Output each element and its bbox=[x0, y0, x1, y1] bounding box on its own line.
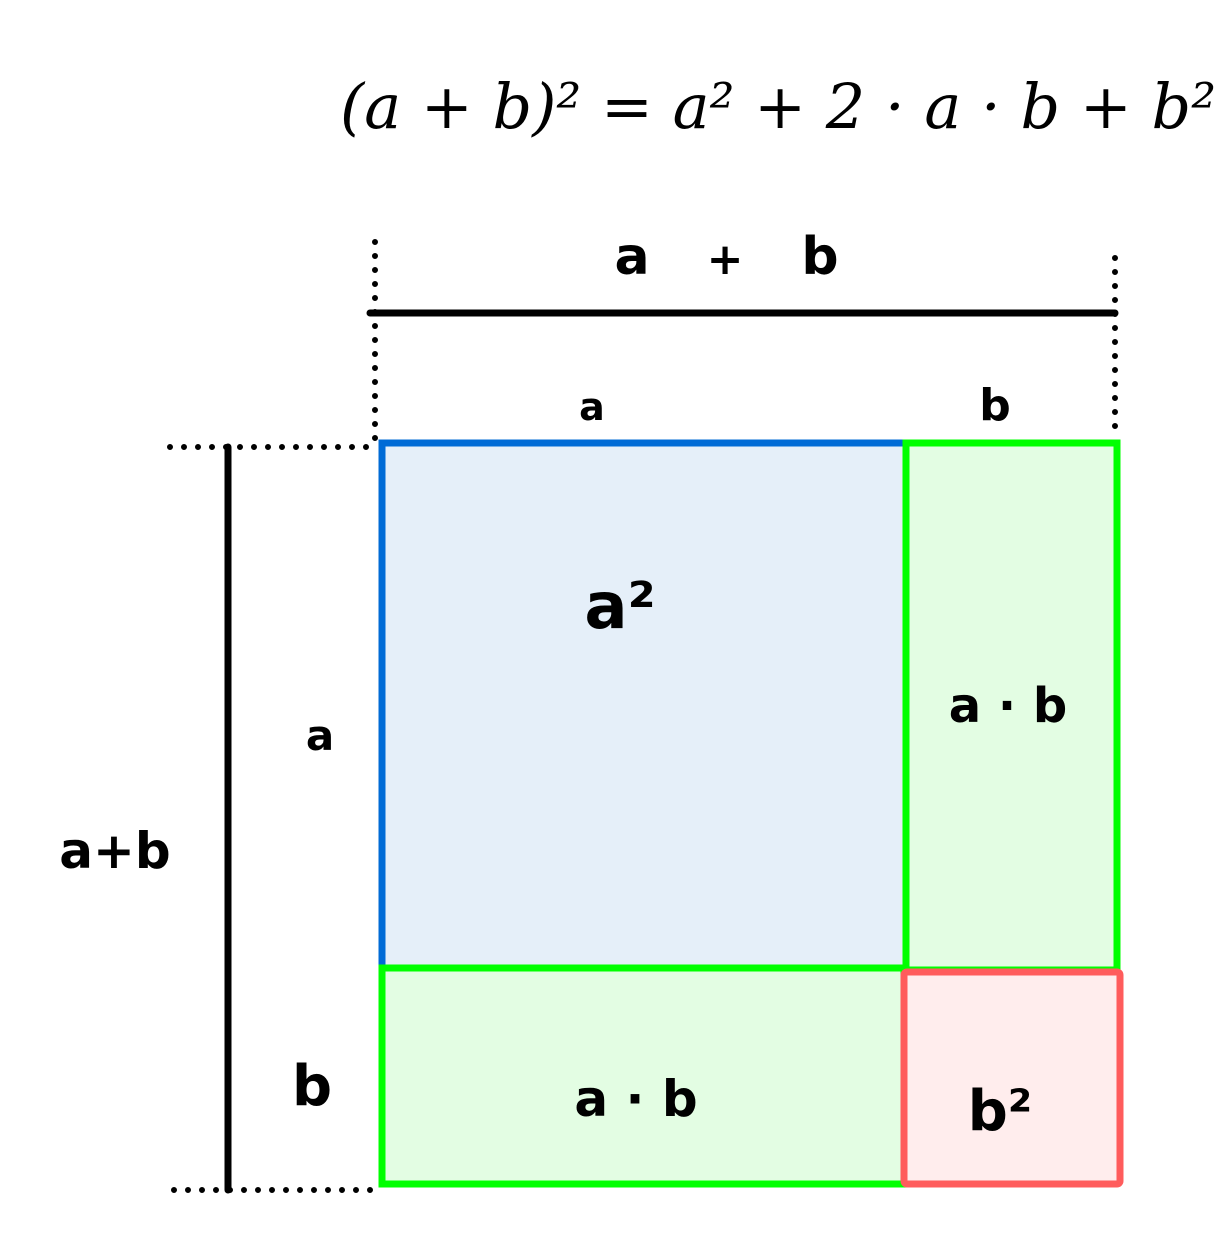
top-label-b: b bbox=[801, 227, 838, 287]
segment-label-left-a: a bbox=[306, 711, 334, 760]
ab-bottom-label: a · b bbox=[574, 1070, 697, 1128]
formula: (a + b)² = a² + 2 · a · b + b² bbox=[340, 70, 1216, 143]
top-label-a: a bbox=[614, 227, 649, 287]
segment-label-left-b: b bbox=[292, 1054, 332, 1119]
ab-right-region bbox=[902, 439, 1121, 974]
ab-right-label: a · b bbox=[949, 678, 1067, 734]
top-label-plus: + bbox=[707, 234, 744, 285]
a-squared-region bbox=[378, 439, 910, 972]
segment-label-top-a: a bbox=[579, 385, 605, 429]
a-squared-label: a² bbox=[584, 570, 655, 644]
segment-label-top-b: b bbox=[979, 380, 1011, 431]
b-squared-label: b² bbox=[968, 1079, 1033, 1144]
b-squared-region bbox=[900, 968, 1124, 1188]
ab-bottom-region bbox=[378, 964, 908, 1188]
segment-label-left-total: a+b bbox=[59, 822, 170, 880]
